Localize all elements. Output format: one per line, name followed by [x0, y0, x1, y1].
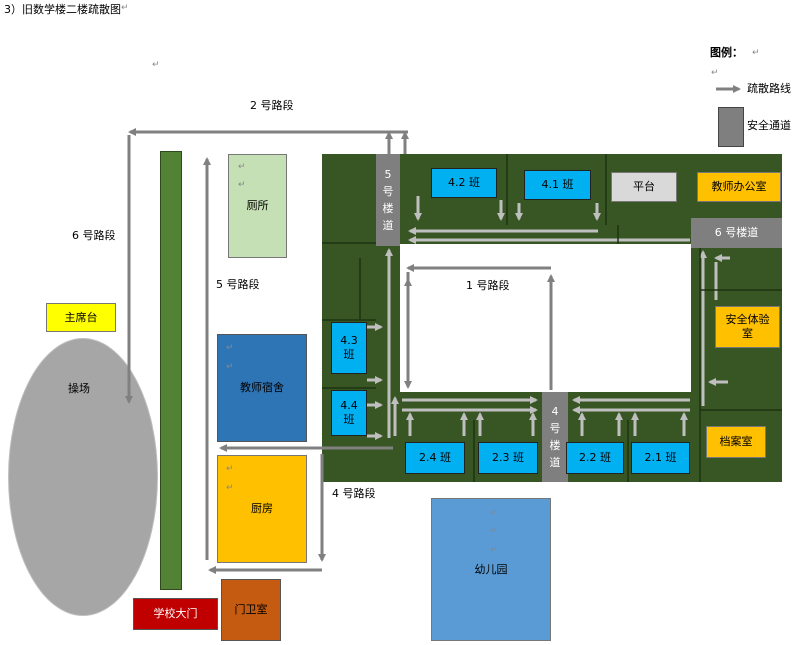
route-6-label: 6 号路段 — [72, 229, 116, 242]
guardroom: 门卫室 — [221, 579, 281, 641]
stair-6: 6 号楼道 — [691, 218, 782, 248]
class-4-4: 4.4 班 — [331, 390, 367, 436]
teacher-dorm: 教师宿舍 — [217, 334, 307, 442]
legend-route-label: 疏散路线 — [747, 82, 791, 95]
archive-room: 档案室 — [706, 426, 766, 458]
school-gate: 学校大门 — [133, 598, 218, 630]
legend-passage-swatch — [718, 107, 744, 147]
page-title: 3）旧数学楼二楼疏散图↵ — [4, 3, 129, 16]
rostrum: 主席台 — [46, 303, 116, 332]
route-1-label: 1 号路段 — [466, 279, 510, 292]
route-4-label: 4 号路段 — [332, 487, 376, 500]
playground — [8, 338, 158, 616]
class-4-3: 4.3 班 — [331, 322, 367, 374]
class-2-4: 2.4 班 — [405, 442, 465, 474]
toilet: 厕所 — [228, 154, 287, 258]
route-2-label: 2 号路段 — [250, 99, 294, 112]
teacher-office: 教师办公室 — [697, 172, 781, 202]
stair-4: 4 号楼道 — [542, 392, 568, 482]
class-4-2: 4.2 班 — [431, 168, 497, 198]
platform: 平台 — [611, 172, 677, 202]
class-2-3: 2.3 班 — [478, 442, 538, 474]
kindergarten: 幼儿园 — [431, 498, 551, 641]
safety-experience-room: 安全体验室 — [715, 306, 780, 348]
stair-5: 5 号楼道 — [376, 154, 400, 246]
kitchen: 厨房 — [217, 455, 307, 563]
class-4-1: 4.1 班 — [524, 170, 591, 200]
class-2-1: 2.1 班 — [631, 442, 690, 474]
playground-label: 操场 — [68, 382, 90, 395]
legend-passage-label: 安全通道 — [747, 119, 791, 132]
class-2-2: 2.2 班 — [566, 442, 624, 474]
legend-title: 图例： — [710, 46, 743, 59]
green-strip — [160, 151, 182, 590]
route-5-label: 5 号路段 — [216, 278, 260, 291]
